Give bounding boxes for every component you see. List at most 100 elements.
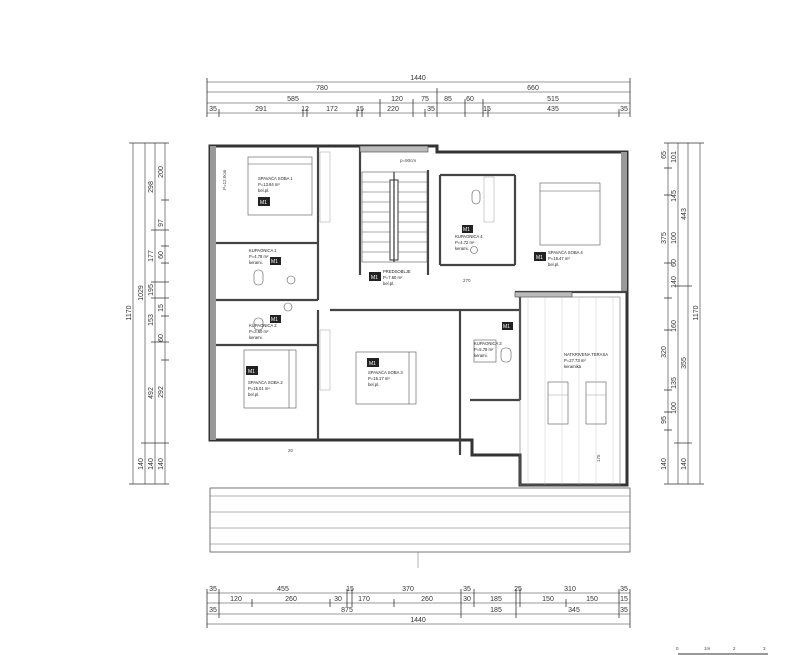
room-area: P=3.60 m² — [249, 329, 269, 334]
room-floor: kerami. — [249, 260, 263, 265]
scale-bar: 0 1m 2 3 — [676, 646, 768, 655]
room-floor: keramika — [564, 364, 582, 369]
dim-bot-30b: 30 — [463, 596, 471, 603]
dim-bot-150a: 150 — [542, 596, 554, 603]
dim-left-140b: 140 — [148, 458, 155, 470]
dim-top-220: 220 — [387, 106, 399, 113]
dim-bot-35a: 35 — [209, 586, 217, 593]
dim-top-780: 780 — [316, 85, 328, 92]
dim-bot-35d: 35 — [209, 607, 217, 614]
dim-bot-30a: 30 — [334, 596, 342, 603]
dim-top-435: 435 — [547, 106, 559, 113]
room-floor: bel.pl. — [383, 281, 394, 286]
room-floor: bel.pl. — [248, 392, 259, 397]
dim-right-1170: 1170 — [693, 305, 700, 320]
room-labels: SPAVAĆA SOBA 1 P=13.64 m² bel.pl. M1 KUP… — [222, 169, 608, 462]
dim-right-140c: 140 — [661, 458, 668, 470]
right-dimensions: 1170 443 355 140 65 101 145 375 100 60 1… — [661, 142, 704, 485]
room-name: SPAVAĆA SOBA 3 — [368, 370, 403, 375]
dim-bot-15: 15 — [346, 586, 354, 593]
room-floor: bel.pl. — [258, 188, 269, 193]
room-spavaca-soba-1: SPAVAĆA SOBA 1 P=13.64 m² bel.pl. M1 — [258, 176, 293, 206]
dim-left-492: 492 — [148, 387, 155, 399]
dim-right-160: 160 — [671, 320, 678, 332]
room-tag: M1 — [371, 275, 378, 281]
room-predsoblje: M1 PREDSOBLJE P=7.60 m² bel.pl. — [369, 269, 411, 286]
dim-right-443: 443 — [681, 208, 688, 220]
dim-top-12: 12 — [301, 106, 309, 113]
room-spavaca-soba-3: M1 SPAVAĆA SOBA 3 P=15.17 m² bel.pl. — [367, 358, 403, 387]
dim-left-177: 177 — [148, 250, 155, 262]
room-area: P=15.01 m² — [248, 386, 270, 391]
dim-right-135: 135 — [671, 377, 678, 389]
bottom-dimensions: 35 455 15 370 35 25 310 35 120 260 30 17… — [206, 586, 631, 628]
dim-right-101: 101 — [671, 151, 678, 163]
dim-right-375: 375 — [661, 232, 668, 244]
dim-bot-455: 455 — [277, 586, 289, 593]
level-note-270: 270 — [463, 278, 471, 283]
dim-left-195: 195 — [148, 284, 155, 296]
dim-right-60: 60 — [671, 259, 678, 267]
dim-left-298: 298 — [148, 181, 155, 193]
room-name: KUPAONICA 2 — [249, 323, 277, 328]
room-name: KUPAONICA 4 — [455, 234, 483, 239]
room-tag: M1 — [536, 255, 543, 261]
dim-bot-170: 170 — [358, 596, 370, 603]
dim-top-35b: 35 — [427, 106, 435, 113]
dim-left-1029: 1029 — [138, 285, 145, 301]
dim-left-140c: 140 — [158, 458, 165, 470]
room-name: NATKRIVENA TERASA — [564, 352, 608, 357]
dim-bot-total: 1440 — [410, 617, 426, 624]
dim-bot-370: 370 — [402, 586, 414, 593]
dim-right-95: 95 — [661, 416, 668, 424]
room-area: P=4.72 m² — [455, 240, 475, 245]
staircase: p=90cm — [361, 158, 428, 263]
dim-bot-15b: 15 — [620, 596, 628, 603]
room-area: P=15.17 m² — [368, 376, 390, 381]
dim-bot-35c: 35 — [620, 586, 628, 593]
scale-3: 3 — [763, 646, 766, 651]
room-tag: M1 — [463, 227, 470, 233]
dim-top-515: 515 — [547, 96, 559, 103]
dim-top-15a: 15 — [356, 106, 364, 113]
dim-left-60b: 60 — [158, 334, 165, 342]
room-name: KUPAONICA 1 — [249, 248, 277, 253]
room-area: P=27.73 m² — [564, 358, 586, 363]
room-spavaca-soba-4: M1 SPAVAĆA SOBA 4 P=16.47 m² bel.pl. — [534, 250, 583, 267]
dim-bot-260a: 260 — [285, 596, 297, 603]
dim-bot-345: 345 — [568, 607, 580, 614]
room-name: SPAVAĆA SOBA 1 — [258, 176, 293, 181]
terrace — [209, 296, 631, 568]
dim-bot-120: 120 — [230, 596, 242, 603]
dim-top-60: 60 — [466, 96, 474, 103]
room-kupaonica-1: KUPAONICA 1 P=4.78 m² kerami. M1 — [249, 248, 281, 265]
room-name: PREDSOBLJE — [383, 269, 411, 274]
dim-top-35a: 35 — [209, 106, 217, 113]
dim-left-60a: 60 — [158, 251, 165, 259]
dim-bot-35b: 35 — [463, 586, 471, 593]
room-area: P=5.78 m² — [474, 347, 494, 352]
room-spavaca-soba-2: M1 SPAVAĆA SOBA 2 P=15.01 m² bel.pl. — [246, 366, 283, 397]
dim-bot-25: 25 — [514, 586, 522, 593]
dim-right-100a: 100 — [671, 232, 678, 244]
room-natkrivena-terasa: NATKRIVENA TERASA P=27.73 m² keramika — [564, 352, 608, 369]
room-name: KUPAONICA 3 — [474, 341, 502, 346]
room-name: SPAVAĆA SOBA 2 — [248, 380, 283, 385]
level-note-175: 175 — [596, 454, 601, 462]
dim-top-75: 75 — [421, 96, 429, 103]
dim-left-140a: 140 — [138, 458, 145, 470]
dim-right-140b: 140 — [671, 276, 678, 288]
room-area: P=7.60 m² — [383, 275, 403, 280]
dim-bot-150b: 150 — [586, 596, 598, 603]
room-tag: M1 — [271, 317, 278, 323]
room-name: SPAVAĆA SOBA 4 — [548, 250, 583, 255]
dim-left-1170: 1170 — [126, 305, 133, 320]
dim-top-85: 85 — [444, 96, 452, 103]
room-floor: bel.pl. — [368, 382, 379, 387]
left-dimensions: 1170 1029 140 298 177 195 153 492 140 20… — [126, 142, 169, 485]
dim-top-total: 1440 — [410, 75, 426, 82]
dim-right-140a: 140 — [681, 458, 688, 470]
furniture — [243, 151, 607, 425]
scale-0: 0 — [676, 646, 679, 651]
